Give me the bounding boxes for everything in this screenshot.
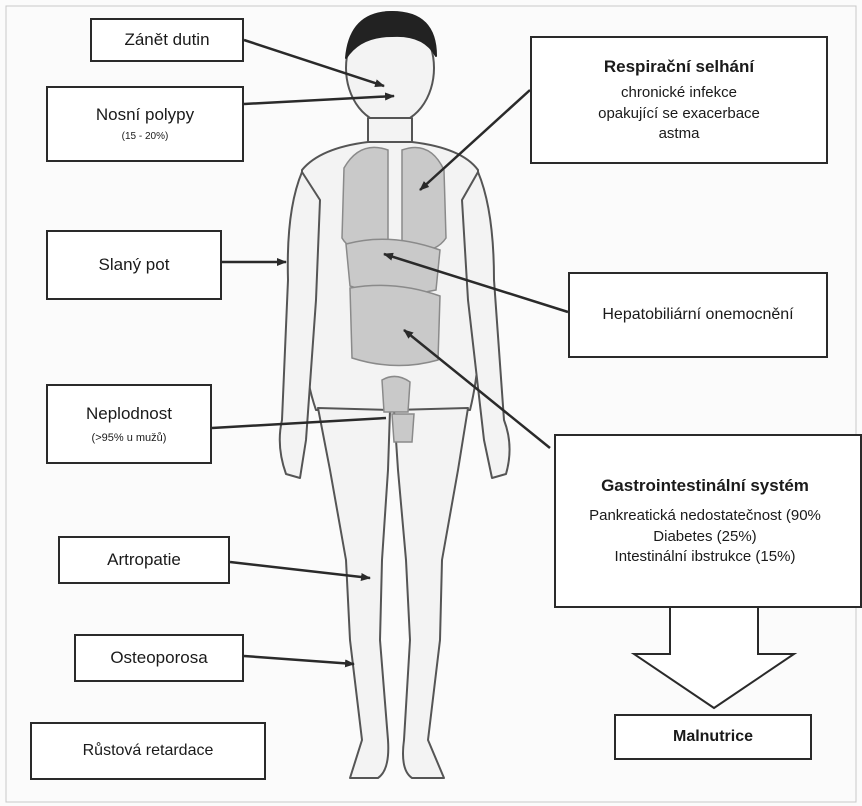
infertility-note: (>95% u mužů) — [92, 432, 167, 446]
connector-osteoporosis — [244, 656, 354, 664]
right-leg-shape — [394, 408, 468, 778]
box-respiratory-failure: Respirační selhání chronické infekce opa… — [530, 36, 828, 164]
respiratory-lines: chronické infekce opakující se exacerbac… — [598, 83, 760, 144]
nasal-polyps-note: (15 - 20%) — [122, 131, 169, 144]
bladder-shape — [382, 376, 410, 412]
growth-retardation-label: Růstová retardace — [83, 741, 214, 761]
sinusitis-label: Zánět dutin — [124, 29, 209, 50]
box-sinusitis: Zánět dutin — [90, 18, 244, 62]
box-arthropathy: Artropatie — [58, 536, 230, 584]
neck-shape — [368, 118, 412, 142]
box-gastrointestinal: Gastrointestinální systém Pankreatická n… — [554, 434, 862, 608]
left-lung-shape — [342, 147, 388, 251]
arthropathy-label: Artropatie — [107, 549, 181, 570]
gastro-line: Intestinální ibstrukce (15%) — [556, 547, 854, 567]
gastro-title: Gastrointestinální systém — [601, 475, 809, 496]
box-hepatobiliary: Hepatobiliární onemocnění — [568, 272, 828, 358]
infertility-label: Neplodnost — [86, 403, 172, 424]
salty-sweat-label: Slaný pot — [99, 254, 170, 275]
respiratory-line: chronické infekce — [598, 83, 760, 103]
hepatobiliary-label: Hepatobiliární onemocnění — [602, 305, 793, 325]
respiratory-line: astma — [598, 124, 760, 144]
down-arrow-icon — [634, 608, 794, 708]
box-osteoporosis: Osteoporosa — [74, 634, 244, 682]
box-growth-retardation: Růstová retardace — [30, 722, 266, 780]
box-salty-sweat: Slaný pot — [46, 230, 222, 300]
left-leg-shape — [318, 408, 390, 778]
respiratory-line: opakující se exacerbace — [598, 104, 760, 124]
right-lung-shape — [402, 148, 446, 252]
gastro-line: Pankreatická nedostatečnost (90% — [556, 506, 854, 526]
gastro-line: Diabetes (25%) — [556, 527, 854, 547]
respiratory-title: Respirační selhání — [604, 56, 754, 77]
nasal-polyps-label: Nosní polypy — [96, 104, 194, 125]
box-nasal-polyps: Nosní polypy (15 - 20%) — [46, 86, 244, 162]
osteoporosis-label: Osteoporosa — [110, 647, 207, 668]
intestines-shape — [350, 285, 440, 365]
gastro-lines: Pankreatická nedostatečnost (90% Diabete… — [556, 506, 854, 567]
genital-shape — [392, 414, 414, 442]
box-infertility: Neplodnost (>95% u mužů) — [46, 384, 212, 464]
box-malnutrition: Malnutrice — [614, 714, 812, 760]
malnutrition-label: Malnutrice — [673, 727, 753, 747]
left-arm-shape — [280, 172, 320, 478]
